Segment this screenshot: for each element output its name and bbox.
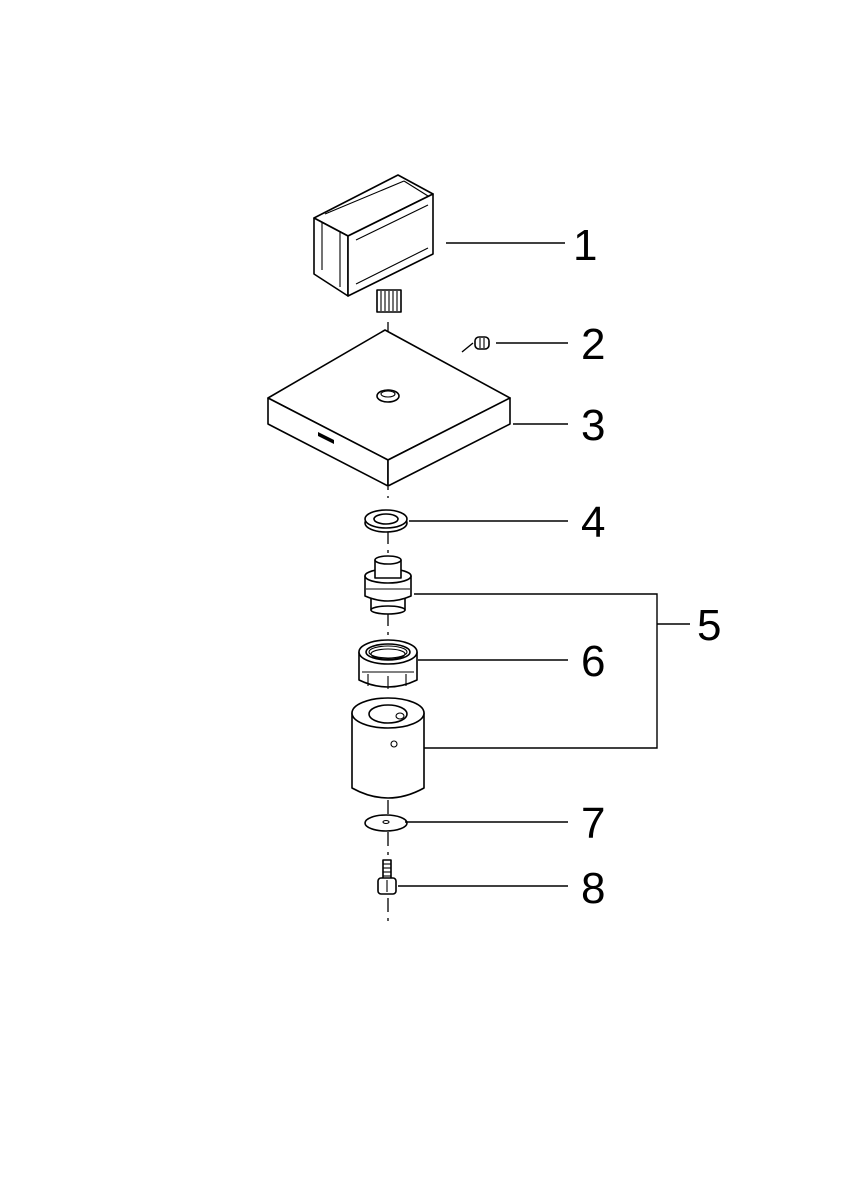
leader-lines [398,242,690,887]
part-5-valve-insert [364,555,412,615]
callout-1: 1 [573,221,597,270]
part-1-handle [313,174,434,313]
part-4-ring [364,509,408,533]
part-5-sleeve [351,697,425,799]
callout-4: 4 [581,498,605,547]
part-8-screw [377,859,397,895]
part-6-threaded-nut [358,639,418,689]
callout-5: 5 [697,601,721,650]
callout-2: 2 [581,320,605,369]
part-2-grub-screw [461,336,490,353]
callout-7: 7 [581,799,605,848]
callout-8: 8 [581,864,605,913]
part-3-escutcheon-plate [267,329,511,487]
callout-3: 3 [581,401,605,450]
callout-6: 6 [581,637,605,686]
part-7-washer [364,814,408,832]
